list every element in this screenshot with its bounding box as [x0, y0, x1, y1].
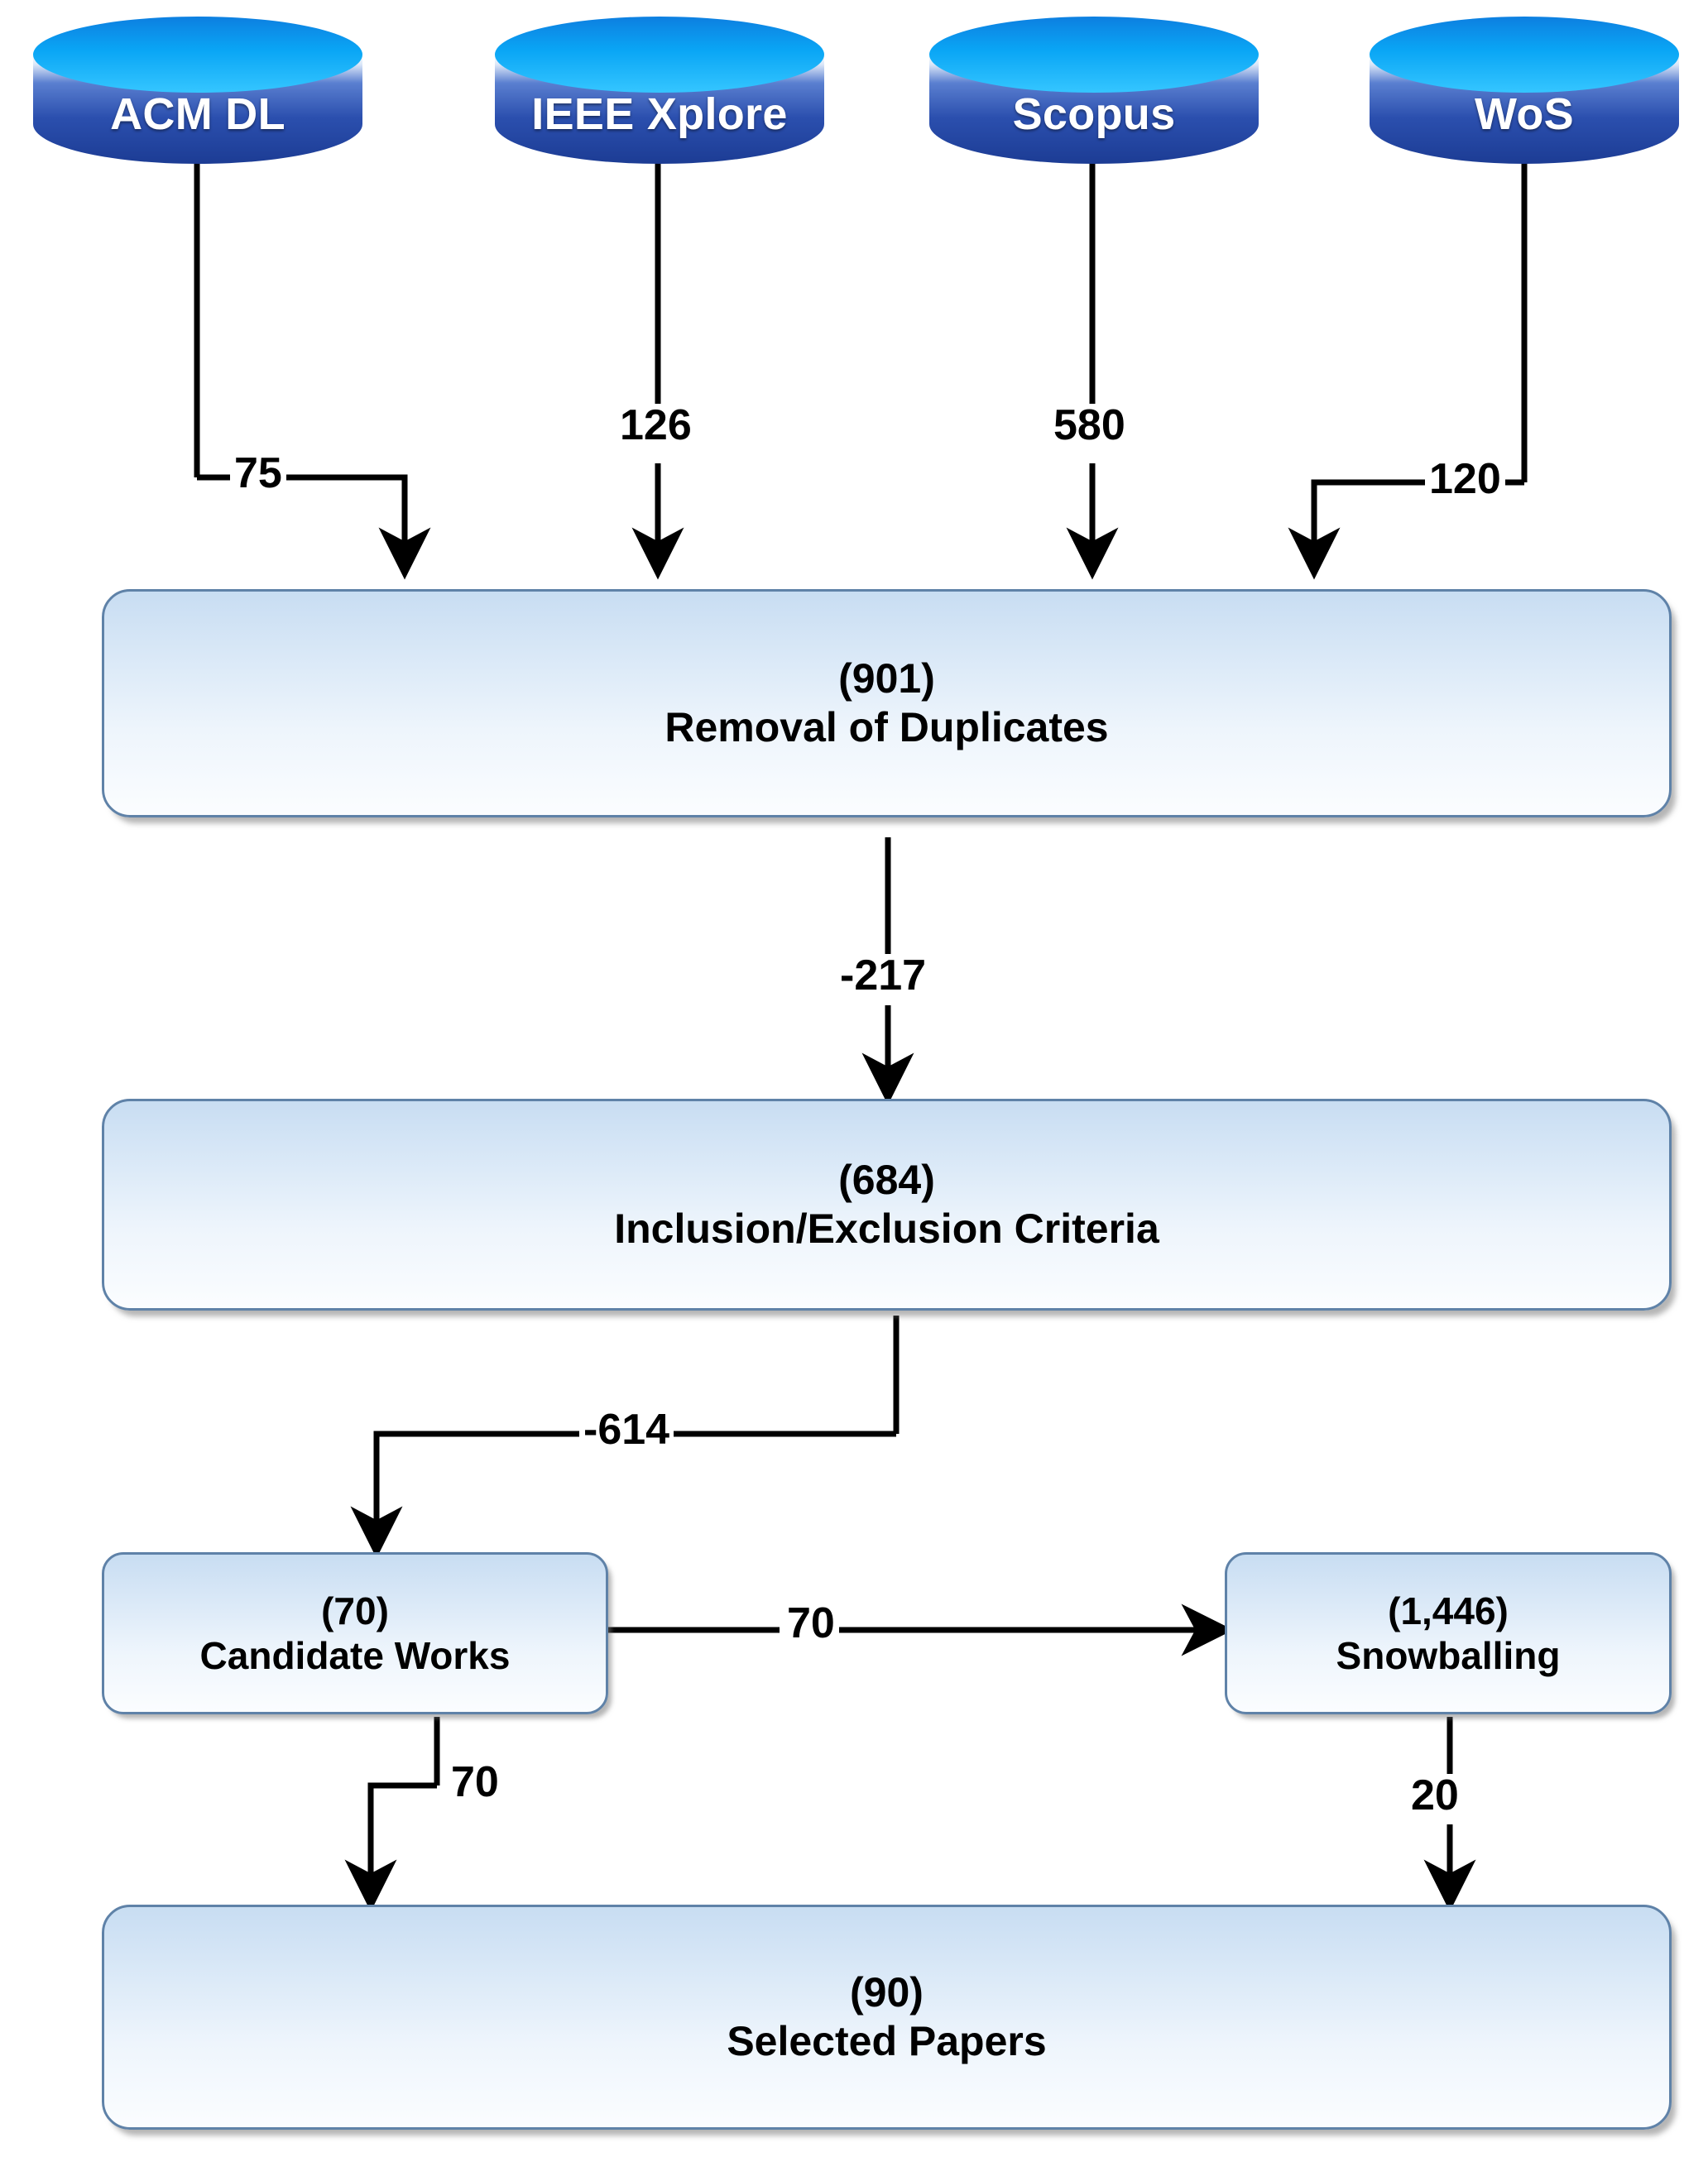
- database-cylinder-icon: [929, 17, 1259, 164]
- edge-label-wos: 120: [1425, 458, 1505, 501]
- stage-box-selected[interactable]: (90) Selected Papers: [102, 1905, 1672, 2130]
- edge-label-snowballing-selected: 20: [1407, 1774, 1463, 1817]
- stage-count-selected: (90): [850, 1969, 924, 2016]
- stage-count-snowballing: (1,446): [1388, 1589, 1509, 1632]
- stage-name-snowballing: Snowballing: [1336, 1634, 1561, 1677]
- edge-label-criteria-candidates: -614: [579, 1408, 674, 1451]
- edge-label-acm: 75: [230, 452, 286, 495]
- edge-label-candidates-snowballing: 70: [783, 1602, 839, 1645]
- source-node-acm[interactable]: ACM DL: [25, 15, 371, 164]
- edge-label-candidates-selected: 70: [447, 1761, 503, 1804]
- database-cylinder-icon: [495, 17, 824, 164]
- source-node-scopus[interactable]: Scopus: [921, 15, 1267, 164]
- stage-name-duplicates: Removal of Duplicates: [664, 704, 1109, 750]
- source-node-ieee[interactable]: IEEE Xplore: [487, 15, 832, 164]
- edge-label-ieee: 126: [616, 404, 696, 447]
- stage-name-selected: Selected Papers: [727, 2018, 1047, 2064]
- edge-label-duplicates-criteria: -217: [836, 954, 931, 997]
- database-cylinder-icon: [33, 17, 362, 164]
- stage-box-snowballing[interactable]: (1,446) Snowballing: [1225, 1552, 1672, 1714]
- stage-count-candidates: (70): [321, 1589, 389, 1632]
- stage-box-candidates[interactable]: (70) Candidate Works: [102, 1552, 608, 1714]
- source-node-wos[interactable]: WoS: [1361, 15, 1687, 164]
- stage-name-criteria: Inclusion/Exclusion Criteria: [614, 1206, 1159, 1252]
- stage-box-duplicates[interactable]: (901) Removal of Duplicates: [102, 589, 1672, 817]
- stage-count-criteria: (684): [838, 1157, 935, 1203]
- edge-label-scopus: 580: [1049, 404, 1130, 447]
- database-cylinder-icon: [1370, 17, 1679, 164]
- edge-candidates-to-selected: [344, 1782, 437, 1912]
- edge-acm-to-duplicates: [197, 474, 431, 580]
- stage-count-duplicates: (901): [838, 655, 935, 702]
- stage-box-criteria[interactable]: (684) Inclusion/Exclusion Criteria: [102, 1099, 1672, 1311]
- stage-name-candidates: Candidate Works: [199, 1634, 511, 1677]
